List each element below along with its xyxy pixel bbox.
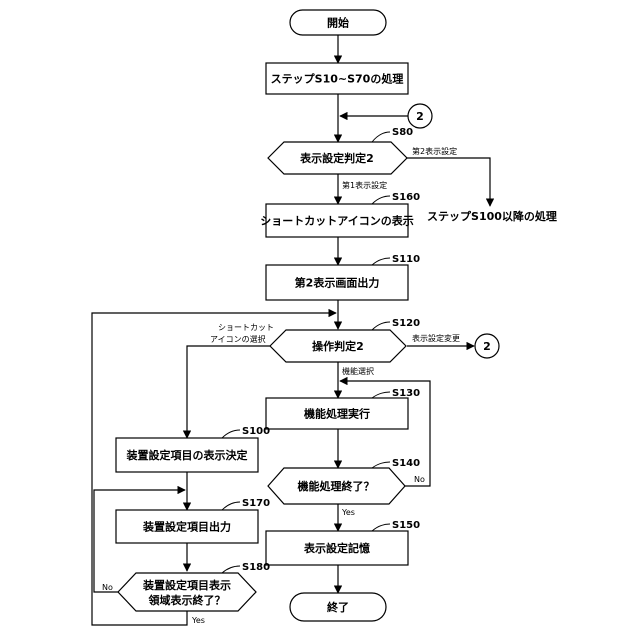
step-s100: S100 bbox=[242, 426, 270, 437]
edge-label-s140-no: No bbox=[414, 475, 425, 484]
edge-label-s80-second: 第2表示設定 bbox=[412, 146, 457, 156]
s150-label: 表示設定記憶 bbox=[303, 541, 370, 555]
start-label: 開始 bbox=[327, 16, 349, 30]
start-node: 開始 bbox=[290, 10, 386, 35]
s140-label: 機能処理終了？ bbox=[298, 479, 375, 493]
decision-s140: 機能処理終了？ S140 bbox=[268, 458, 420, 504]
step-s180: S180 bbox=[242, 562, 270, 573]
step-s130: S130 bbox=[392, 388, 420, 399]
s120-label: 操作判定2 bbox=[312, 339, 364, 353]
edge-label-s120-function: 機能選択 bbox=[342, 366, 374, 376]
step-s110: S110 bbox=[392, 254, 420, 265]
end-node: 終了 bbox=[290, 593, 386, 621]
edge-label-shortcut-line1: ショートカット bbox=[218, 323, 274, 332]
connector-2-in: 2 bbox=[408, 104, 432, 128]
process-s170: 装置設定項目出力 S170 bbox=[116, 498, 270, 543]
s180-label-line2: 領域表示終了？ bbox=[148, 593, 226, 607]
edge-label-s140-yes: Yes bbox=[341, 508, 355, 517]
edge-label-s80-first: 第1表示設定 bbox=[342, 180, 387, 190]
edge-label-s120-change: 表示設定変更 bbox=[412, 333, 460, 343]
s180-label-line1: 装置設定項目表示 bbox=[142, 578, 231, 592]
step-s120: S120 bbox=[392, 318, 420, 329]
edge-label-s180-yes: Yes bbox=[191, 616, 205, 625]
s100-after-label: ステップS100以降の処理 bbox=[427, 209, 557, 223]
end-label: 終了 bbox=[327, 600, 349, 614]
process-s130: 機能処理実行 S130 bbox=[266, 388, 420, 429]
edge-s120-shortcut bbox=[187, 346, 270, 438]
process-s10-s70: ステップS10~S70の処理 bbox=[266, 63, 408, 94]
s10-s70-label: ステップS10~S70の処理 bbox=[271, 72, 404, 86]
connector-in-label: 2 bbox=[416, 110, 424, 123]
s110-label: 第2表示画面出力 bbox=[295, 276, 380, 290]
s160-label: ショートカットアイコンの表示 bbox=[260, 214, 413, 228]
step-s80: S80 bbox=[392, 127, 413, 138]
edge-label-s180-no: No bbox=[102, 583, 113, 592]
step-s160: S160 bbox=[392, 192, 420, 203]
step-s150: S150 bbox=[392, 520, 420, 531]
decision-s80: 表示設定判定2 S80 bbox=[268, 127, 413, 174]
s100-label: 装置設定項目の表示決定 bbox=[126, 448, 248, 462]
edge-label-shortcut-line2: アイコンの選択 bbox=[210, 334, 266, 344]
step-s140: S140 bbox=[392, 458, 420, 469]
connector-2-out: 2 bbox=[475, 334, 499, 358]
s130-label: 機能処理実行 bbox=[304, 407, 370, 421]
process-s110: 第2表示画面出力 S110 bbox=[266, 254, 420, 300]
process-s160: ショートカットアイコンの表示 S160 bbox=[260, 192, 420, 237]
decision-s180: 装置設定項目表示 領域表示終了？ S180 bbox=[118, 562, 270, 611]
process-s100: 装置設定項目の表示決定 S100 bbox=[116, 426, 270, 472]
process-s150: 表示設定記憶 S150 bbox=[266, 520, 420, 565]
decision-s120: 操作判定2 S120 bbox=[270, 318, 420, 362]
connector-out-label: 2 bbox=[483, 340, 491, 353]
s170-label: 装置設定項目出力 bbox=[142, 520, 231, 534]
step-s170: S170 bbox=[242, 498, 270, 509]
s80-label: 表示設定判定2 bbox=[299, 151, 374, 165]
